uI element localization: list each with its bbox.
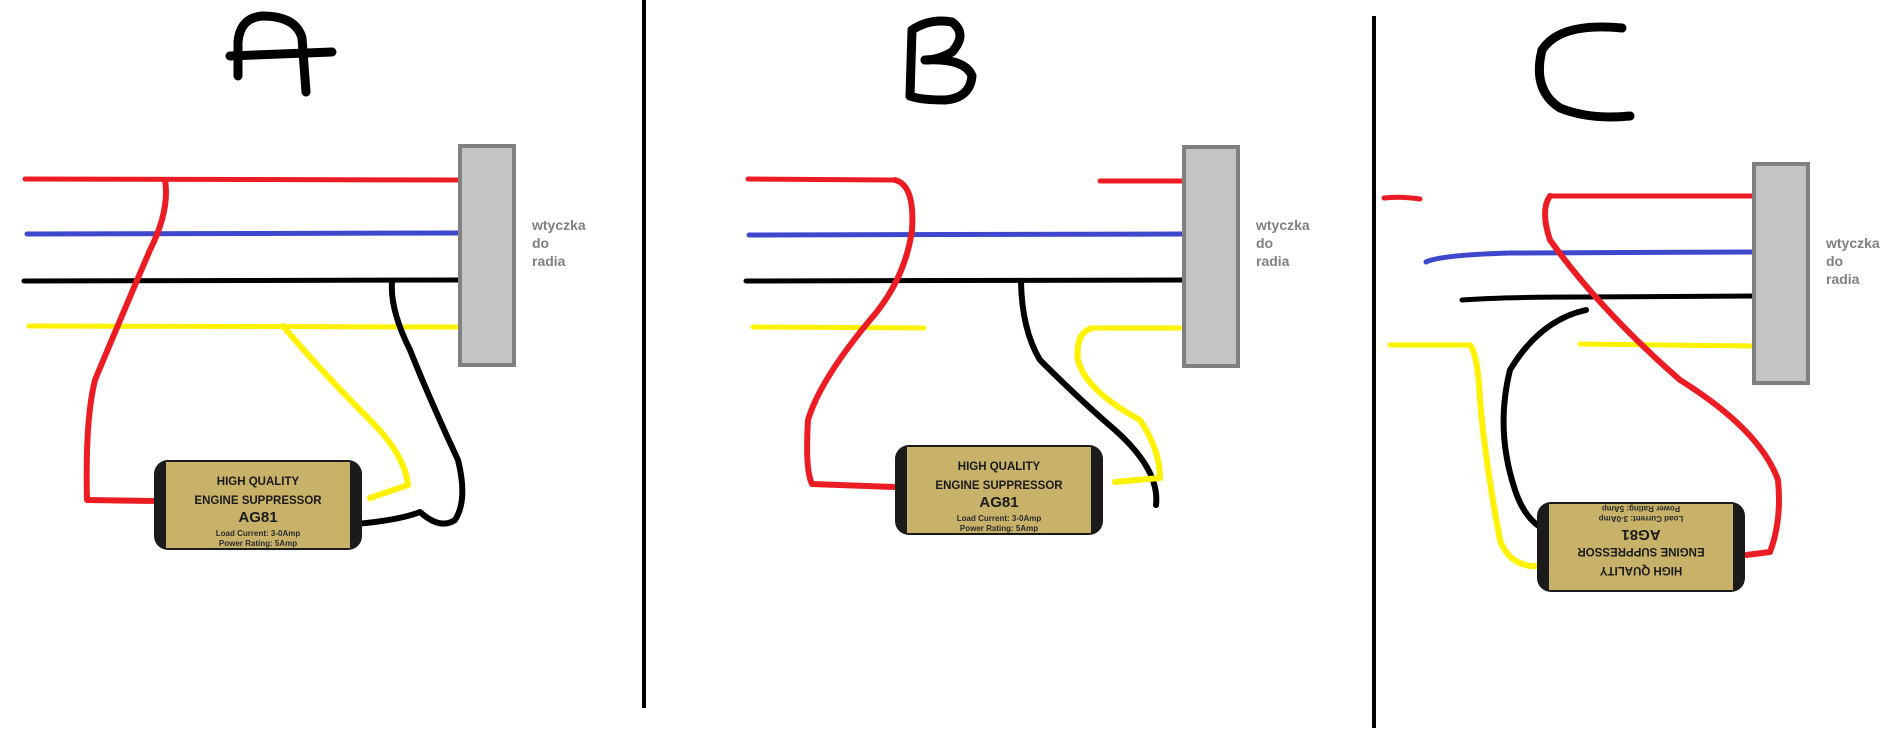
panel-a-yellow-lead: [280, 323, 411, 501]
panel-a-heading: A: [225, 11, 337, 97]
panel-b-engine-suppressor: HIGH QUALITY ENGINE SUPPRESSOR AG81 Load…: [895, 445, 1103, 535]
panel-b-yellow-wire-left: [750, 324, 927, 331]
svg-text:HIGH QUALITY: HIGH QUALITY: [958, 461, 1041, 473]
panel-a-yellow-wire: [26, 323, 463, 330]
panel-c: C wtyczka do radia HIGH QUALITY ENGINE S…: [1381, 22, 1884, 592]
svg-text:HIGH QUALITY: HIGH QUALITY: [217, 476, 300, 488]
panel-b-plug-label: wtyczka do radia: [1255, 217, 1314, 269]
panel-c-black-lead: [1500, 307, 1589, 533]
panel-c-blue-wire: [1423, 249, 1757, 265]
panel-b-black-wire: [743, 277, 1187, 284]
svg-text:Load Current: 3-0Amp: Load Current: 3-0Amp: [1599, 514, 1684, 523]
panel-c-engine-suppressor: HIGH QUALITY ENGINE SUPPRESSOR AG81 Load…: [1537, 502, 1745, 592]
panel-c-plug-label: wtyczka do radia: [1825, 235, 1884, 287]
svg-text:AG81: AG81: [238, 509, 277, 526]
panel-a-red-wire: [22, 176, 463, 183]
panel-b-red-lead: [804, 177, 916, 490]
svg-text:ENGINE SUPPRESSOR: ENGINE SUPPRESSOR: [935, 480, 1063, 492]
svg-text:Power Rating: 5Amp: Power Rating: 5Amp: [960, 524, 1038, 533]
panel-c-black-wire: [1459, 293, 1757, 303]
panel-c-red-wire-left: [1381, 194, 1423, 202]
panel-a-radio-plug: [458, 144, 516, 367]
panel-c-radio-plug: [1752, 162, 1810, 385]
svg-text:Power Rating: 5Amp: Power Rating: 5Amp: [1602, 504, 1680, 513]
panel-a: A wtyczka do radia HIGH QUALITY ENGINE S…: [21, 11, 590, 550]
svg-text:ENGINE SUPPRESSOR: ENGINE SUPPRESSOR: [194, 495, 322, 507]
svg-text:ENGINE SUPPRESSOR: ENGINE SUPPRESSOR: [1577, 545, 1705, 557]
panel-c-heading: C: [1534, 22, 1635, 122]
panel-a-blue-wire: [24, 230, 463, 237]
panel-a-red-lead: [83, 177, 169, 504]
panel-b-radio-plug: [1182, 145, 1240, 368]
panel-a-black-lead: [353, 279, 466, 527]
panel-b-heading: B: [905, 16, 977, 105]
svg-text:Load Current: 3-0Amp: Load Current: 3-0Amp: [957, 514, 1042, 523]
svg-text:AG81: AG81: [1621, 526, 1660, 543]
panel-b: B wtyczka do radia HIGH QUALITY ENGINE S…: [743, 16, 1314, 535]
panel-a-engine-suppressor: HIGH QUALITY ENGINE SUPPRESSOR AG81 Load…: [154, 460, 362, 550]
panel-c-red-lead: [1542, 193, 1782, 558]
panel-c-yellow-wire-right: [1577, 341, 1757, 349]
svg-text:Power Rating: 5Amp: Power Rating: 5Amp: [219, 539, 297, 548]
svg-text:Load Current: 3-0Amp: Load Current: 3-0Amp: [216, 529, 301, 538]
panel-b-red-wire-left: [745, 176, 898, 183]
panel-b-blue-wire: [746, 231, 1187, 238]
svg-text:AG81: AG81: [979, 494, 1018, 511]
panel-b-black-lead: [1018, 279, 1160, 508]
panel-b-yellow-lead: [1074, 325, 1163, 485]
panel-a-black-wire: [21, 277, 463, 284]
panel-a-plug-label: wtyczka do radia: [531, 217, 590, 269]
svg-text:HIGH QUALITY: HIGH QUALITY: [1599, 564, 1682, 576]
panel-c-yellow-lead: [1467, 342, 1543, 570]
